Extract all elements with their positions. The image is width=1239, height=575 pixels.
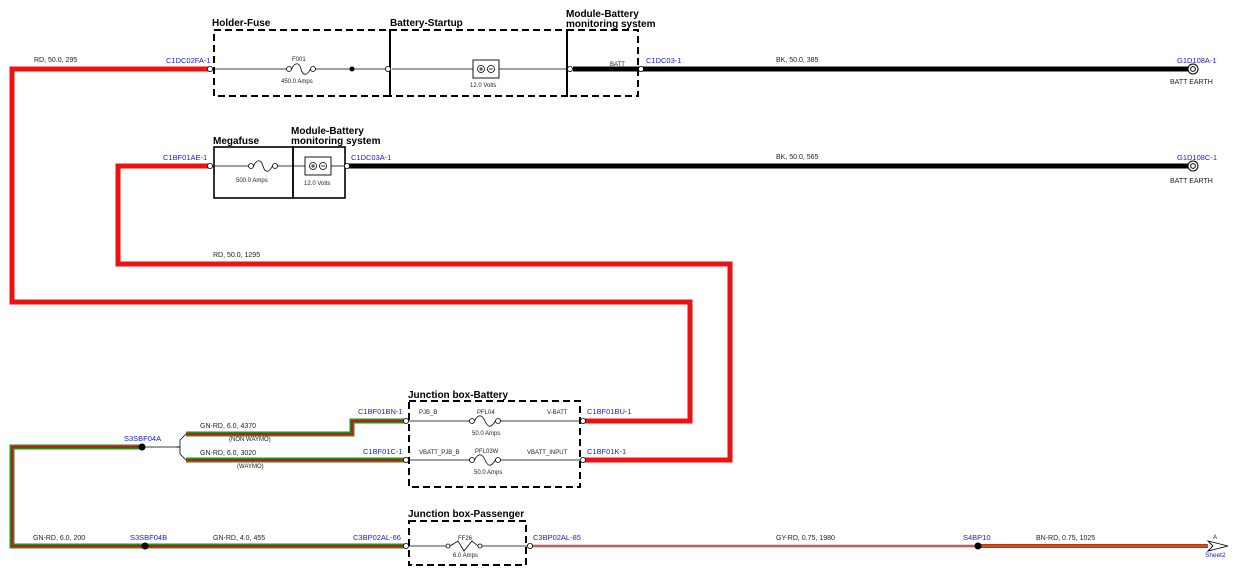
wire-gnrd-group[interactable]	[9, 418, 404, 549]
ground-batt-earth-2-icon[interactable]	[1187, 160, 1199, 172]
fuse-f001-icon	[286, 63, 316, 75]
conn-c1dc03a: C1DC03A-1	[351, 153, 391, 162]
wire-rd-1295[interactable]	[115, 163, 733, 463]
wire-label-gnrd-3020: GN-RD, 6.0, 3020	[200, 450, 256, 457]
conn-c1dc03: C1DC03-1	[646, 56, 681, 65]
conn-s3sbf04b: S3SBF04B	[130, 533, 167, 542]
splice-s3sbf04b[interactable]	[141, 542, 149, 550]
wire-label-rd-295: RD, 50.0, 295	[34, 57, 77, 64]
wire-label-gyrd-1980: GY-RD, 0.75, 1980	[776, 535, 835, 542]
pin-pjb-b: PJB_B	[419, 410, 437, 416]
megafuse-rating: 500.0 Amps	[236, 178, 268, 184]
megafuse-box	[213, 146, 294, 199]
jb-passenger-box	[408, 520, 527, 566]
fuse-pfl04-icon	[469, 415, 501, 427]
wire-rd-295[interactable]	[9, 66, 693, 424]
mbms-second-title-2: monitoring system	[291, 136, 381, 147]
fuse-ff26-rating: 6.0 Amps	[453, 553, 478, 559]
fuse-pfl03w-label: PFL03W	[475, 449, 499, 455]
pin-v-batt: V-BATT	[547, 410, 568, 416]
megafuse-icon	[248, 160, 278, 172]
fuse-ff26-icon	[445, 540, 483, 552]
battery-monitor-volts: 12.0 Volts	[304, 181, 330, 187]
fuse-pfl03w-rating: 50.0 Amps	[474, 470, 502, 476]
fuse-pfl04-label: PFL04	[477, 410, 495, 416]
fuse-ff26-label: FF26	[458, 536, 473, 542]
conn-c1bf01ae: C1BF01AE-1	[163, 153, 207, 162]
ground-1-label: BATT EARTH	[1170, 79, 1213, 86]
splice-s3sbf04a[interactable]	[138, 443, 146, 451]
fuse-pfl04-rating: 50.0 Amps	[472, 431, 500, 437]
conn-g1d108c: G1D108C-1	[1177, 153, 1217, 162]
conn-c3bp02al66: C3BP02AL-66	[353, 533, 401, 542]
wire-label-waymo: (WAYMO)	[237, 464, 264, 470]
holder-fuse-box	[213, 29, 391, 97]
fuse-pfl03w-icon	[469, 454, 501, 466]
fuse-f001-rating: 450.0 Amps	[281, 79, 313, 85]
battery-volts: 12.0 Volts	[470, 83, 496, 89]
battery-icon	[472, 59, 500, 79]
conn-c1bf01bu: C1BF01BU-1	[587, 407, 632, 416]
conn-s4bp10: S4BP10	[963, 533, 991, 542]
fuse-f001-label: F001	[292, 57, 306, 63]
mbms-top-title-1: Module-Battery	[566, 9, 639, 20]
ground-2-label: BATT EARTH	[1170, 178, 1213, 185]
junction-dot-top	[349, 66, 355, 72]
holder-fuse-title: Holder-Fuse	[212, 18, 271, 29]
sheet-ref-arrow-icon[interactable]	[1206, 540, 1229, 552]
conn-s3sbf04a: S3SBF04A	[124, 434, 161, 443]
sheet-ref-link[interactable]: Sheet2	[1205, 552, 1226, 559]
conn-c3bp02al85: C3BP02AL-85	[533, 533, 581, 542]
wire-label-rd-1295: RD, 50.0, 1295	[213, 252, 260, 259]
jb-battery-title: Junction box-Battery	[408, 390, 508, 401]
pin-vbatt-pjb-b: VBATT_PJB_B	[419, 450, 460, 456]
conn-c1bf01c: C1BF01C-1	[363, 447, 403, 456]
jb-passenger-title: Junction box-Passenger	[408, 509, 524, 520]
conn-c1dc02fa: C1DC02FA-1	[166, 56, 211, 65]
wire-label-bk-385: BK, 50.0, 385	[776, 57, 819, 64]
ground-batt-earth-icon[interactable]	[1187, 63, 1199, 75]
mbms-top-title-2: monitoring system	[566, 19, 656, 30]
pin-batt: BATT	[610, 62, 625, 68]
battery-startup-title: Battery-Startup	[390, 18, 463, 29]
wire-label-non-waymo: (NON WAYMO)	[229, 437, 271, 443]
wire-label-gnrd-455: GN-RD, 4.0, 455	[213, 535, 265, 542]
conn-g1d108a: G1D108A-1	[1177, 56, 1217, 65]
wire-label-bnrd-1025: BN-RD, 0.75, 1025	[1036, 535, 1095, 542]
wire-label-gnrd-200: GN-RD, 6.0, 200	[33, 535, 85, 542]
jb-battery-box	[408, 400, 581, 488]
battery-startup-box	[389, 29, 568, 97]
conn-c1bf01k: C1BF01K-1	[587, 447, 626, 456]
mbms-second-title-1: Module-Battery	[291, 126, 364, 137]
splice-s4bp10[interactable]	[974, 542, 982, 550]
conn-c1bf01bn: C1BF01BN-1	[358, 407, 403, 416]
mbms-second-box	[292, 146, 346, 199]
mbms-top-box	[566, 29, 639, 97]
wire-label-gnrd-4370: GN-RD, 6.0, 4370	[200, 423, 256, 430]
battery-monitor-icon	[304, 156, 332, 176]
pin-vbatt-input: VBATT_INPUT	[527, 450, 568, 456]
megafuse-title: Megafuse	[213, 136, 260, 147]
wire-label-bk-565: BK, 50.0, 565	[776, 154, 819, 161]
connector-pins	[206, 66, 645, 550]
sheet-ref-letter: A	[1213, 535, 1217, 541]
